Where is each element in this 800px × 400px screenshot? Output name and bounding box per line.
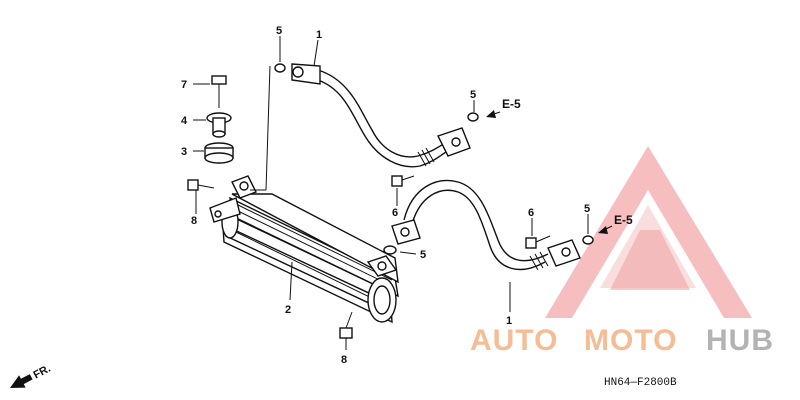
collar-4 <box>206 112 232 138</box>
callout-4: 4 <box>181 115 188 127</box>
callout-7: 7 <box>181 79 187 91</box>
leader-lines <box>193 36 589 350</box>
o-ring-5b <box>467 112 479 122</box>
watermark-moto: MOTO <box>584 324 677 357</box>
callout-8-bottom: 8 <box>341 354 347 366</box>
ref-arrow-upper <box>486 110 501 118</box>
bolt-6-upper <box>391 175 415 187</box>
bolt-8-bottom <box>339 311 353 339</box>
ref-e5-lower: E-5 <box>614 213 633 227</box>
bolt-8-left <box>187 179 215 191</box>
callout-3: 3 <box>181 146 187 158</box>
o-ring-5d <box>582 235 594 245</box>
ref-e5-upper: E-5 <box>502 97 521 111</box>
watermark-auto: AUTO <box>470 324 558 357</box>
front-label: FR. <box>31 363 52 382</box>
callout-5-upper-right: 5 <box>470 89 476 101</box>
callout-6-upper: 6 <box>392 207 398 219</box>
watermark-text: AUTO MOTO HUB <box>470 324 774 357</box>
callout-1-lower: 1 <box>506 315 512 327</box>
watermark-hub: HUB <box>706 324 774 357</box>
cooler-core <box>221 193 399 324</box>
callout-5-mid: 5 <box>420 249 426 261</box>
callout-6-right: 6 <box>528 207 534 219</box>
callout-2: 2 <box>285 304 291 316</box>
lower-oil-hose <box>391 179 581 271</box>
callout-5-right: 5 <box>584 203 590 215</box>
callout-8-left: 8 <box>191 215 197 227</box>
oil-cooler <box>209 175 399 324</box>
callout-5-top: 5 <box>276 25 282 37</box>
drawing-code: HN64—F2800B <box>604 377 677 389</box>
callout-1-upper: 1 <box>316 29 322 41</box>
grommet-3 <box>204 142 234 164</box>
upper-oil-hose <box>291 63 471 168</box>
bolt-6-right <box>525 235 551 249</box>
front-direction-indicator: FR. <box>10 363 53 388</box>
bolt-7 <box>211 75 227 108</box>
o-ring-5a <box>274 63 286 73</box>
ref-arrow-lower <box>598 225 613 234</box>
watermark-logo <box>545 146 752 318</box>
o-ring-5c <box>383 245 397 255</box>
